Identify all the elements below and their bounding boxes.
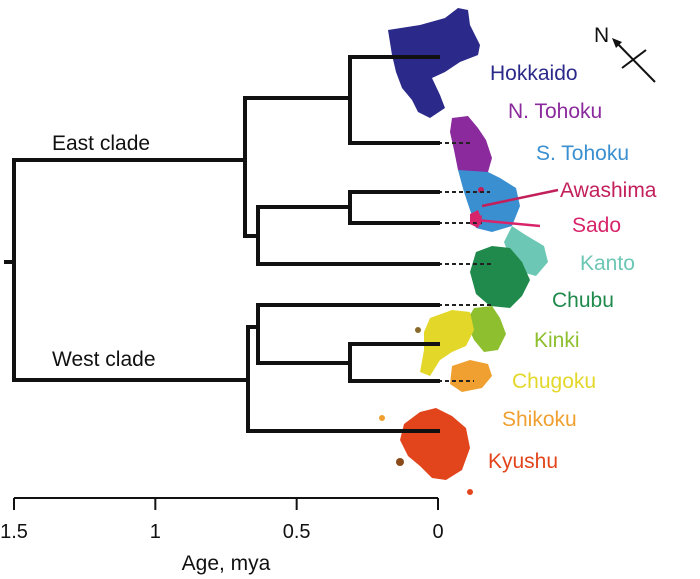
compass-n-label: N xyxy=(594,24,609,47)
map-chubu xyxy=(470,246,530,308)
time-axis: 1.5 1 0.5 0 Age, mya xyxy=(0,497,444,575)
east-clade-label: East clade xyxy=(52,132,150,155)
label-awashima: Awashima xyxy=(560,179,657,202)
label-chugoku: Chugoku xyxy=(512,370,596,393)
axis-tick-label: 1.5 xyxy=(0,521,28,543)
axis-title: Age, mya xyxy=(182,552,271,575)
label-kyushu: Kyushu xyxy=(488,450,558,473)
label-kinki: Kinki xyxy=(534,329,580,352)
awashima-pointer xyxy=(481,188,559,208)
sado-pointer-head xyxy=(472,215,482,225)
compass-arrow xyxy=(613,39,656,83)
axis-ticks: 1.5 1 0.5 0 xyxy=(0,498,444,543)
label-hokkaido: Hokkaido xyxy=(490,62,578,85)
axis-tick-label: 0 xyxy=(432,521,443,543)
axis-tick-label: 1 xyxy=(150,521,161,543)
map-kinki xyxy=(466,306,506,352)
west-clade-label: West clade xyxy=(52,348,156,371)
compass-crossbar xyxy=(621,49,647,69)
compass-arrowhead xyxy=(612,38,622,48)
tip-connectors xyxy=(438,142,494,382)
compass: N xyxy=(594,24,656,83)
map-island xyxy=(379,415,385,421)
map-shikoku xyxy=(450,360,492,392)
region-labels: Hokkaido N. Tohoku S. Tohoku Awashima Sa… xyxy=(488,62,657,473)
sado-pointer xyxy=(475,218,541,228)
label-stohoku: S. Tohoku xyxy=(536,142,629,165)
map-hokkaido xyxy=(388,8,480,118)
label-sado: Sado xyxy=(572,214,621,237)
label-ntohoku: N. Tohoku xyxy=(508,100,602,123)
map-island xyxy=(467,489,473,495)
phylogenetic-tree xyxy=(4,55,440,433)
map-chugoku xyxy=(420,310,474,376)
axis-tick-label: 0.5 xyxy=(283,521,311,543)
map-island xyxy=(415,327,421,333)
label-kanto: Kanto xyxy=(580,252,635,275)
map-island xyxy=(396,458,404,466)
japan-map xyxy=(379,8,548,495)
map-ntohoku xyxy=(450,116,492,176)
label-shikoku: Shikoku xyxy=(502,408,577,431)
map-kyushu xyxy=(400,408,470,480)
label-chubu: Chubu xyxy=(552,289,614,312)
